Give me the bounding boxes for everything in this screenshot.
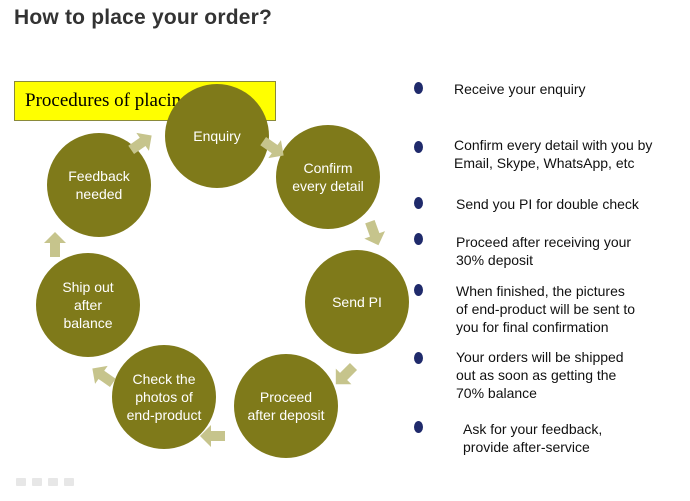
step-text: Proceed after receiving your 30% deposit xyxy=(456,234,632,268)
prev-icon[interactable] xyxy=(16,478,26,486)
cycle-circle-proceed-after-deposit: Proceed after deposit xyxy=(234,354,338,458)
cycle-circle-enquiry: Enquiry xyxy=(165,84,269,188)
step-text: Send you PI for double check xyxy=(456,196,639,212)
arrow-icon xyxy=(92,365,116,387)
bullet-dot-icon xyxy=(414,233,423,245)
cycle-circle-send-pi: Send PI xyxy=(305,250,409,354)
step-text: Your orders will be shipped out as soon … xyxy=(456,349,624,401)
step-text: Confirm every detail with you by Email, … xyxy=(454,137,653,171)
cycle-circle-check-photos: Check the photos of end-product xyxy=(112,345,216,449)
next-icon[interactable] xyxy=(64,478,74,486)
bullet-dot-icon xyxy=(414,82,423,94)
arrow-icon xyxy=(335,362,358,385)
menu-icon[interactable] xyxy=(48,478,58,486)
bullet-dot-icon xyxy=(414,421,423,433)
slide-toolbar[interactable] xyxy=(16,478,74,486)
step-text: Ask for your feedback, provide after-ser… xyxy=(463,421,603,455)
arrow-icon xyxy=(200,425,225,447)
bullet-dot-icon xyxy=(414,284,423,296)
bullet-dot-icon xyxy=(414,141,423,153)
arrow-icon xyxy=(364,220,386,246)
step-text: When finished, the pictures of end-produ… xyxy=(456,283,635,335)
bullet-dot-icon xyxy=(414,352,423,364)
arrow-icon xyxy=(44,232,66,257)
bullet-dot-icon xyxy=(414,197,423,209)
pen-icon[interactable] xyxy=(32,478,42,486)
cycle-circle-confirm-every-detail: Confirm every detail xyxy=(276,125,380,229)
arrow-icon xyxy=(128,132,152,154)
cycle-circle-ship-out: Ship out after balance xyxy=(36,253,140,357)
page-title: How to place your order? xyxy=(14,6,272,29)
step-text: Receive your enquiry xyxy=(454,81,586,97)
arrow-icon xyxy=(260,137,284,159)
